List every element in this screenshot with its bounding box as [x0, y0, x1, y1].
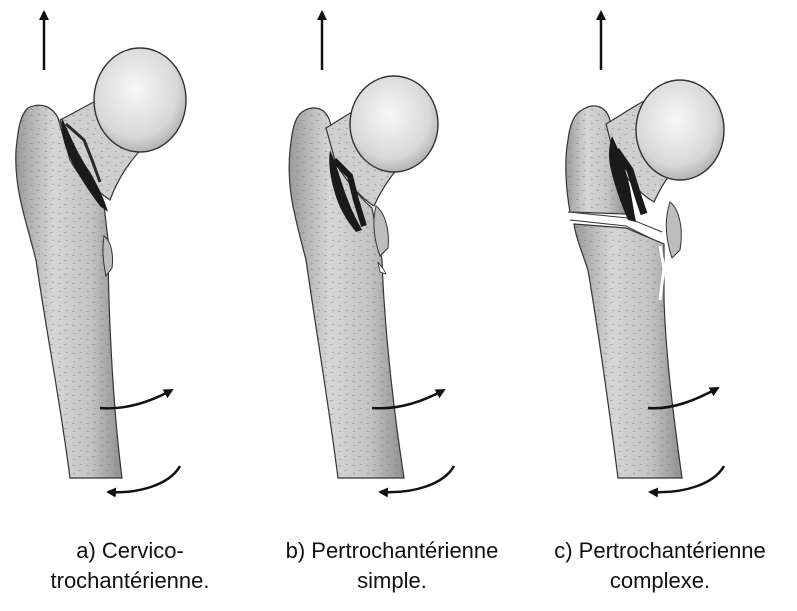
- femoral-head-a: [94, 48, 186, 152]
- femur-illustration-b: [289, 12, 454, 492]
- caption-a-line2: trochantérienne.: [0, 566, 260, 596]
- caption-c: c) Pertrochantérienne complexe.: [530, 536, 790, 596]
- caption-a: a) Cervico- trochantérienne.: [0, 536, 260, 596]
- caption-a-line1: a) Cervico-: [0, 536, 260, 566]
- femur-illustration-a: [16, 12, 186, 492]
- caption-b-line2: simple.: [262, 566, 522, 596]
- caption-b-line1: b) Pertrochantérienne: [262, 536, 522, 566]
- caption-c-line2: complexe.: [530, 566, 790, 596]
- caption-c-line1: c) Pertrochantérienne: [530, 536, 790, 566]
- caption-b: b) Pertrochantérienne simple.: [262, 536, 522, 596]
- femoral-head-c: [636, 80, 724, 180]
- femoral-head-b: [350, 76, 438, 172]
- femur-illustration-c: [566, 12, 724, 492]
